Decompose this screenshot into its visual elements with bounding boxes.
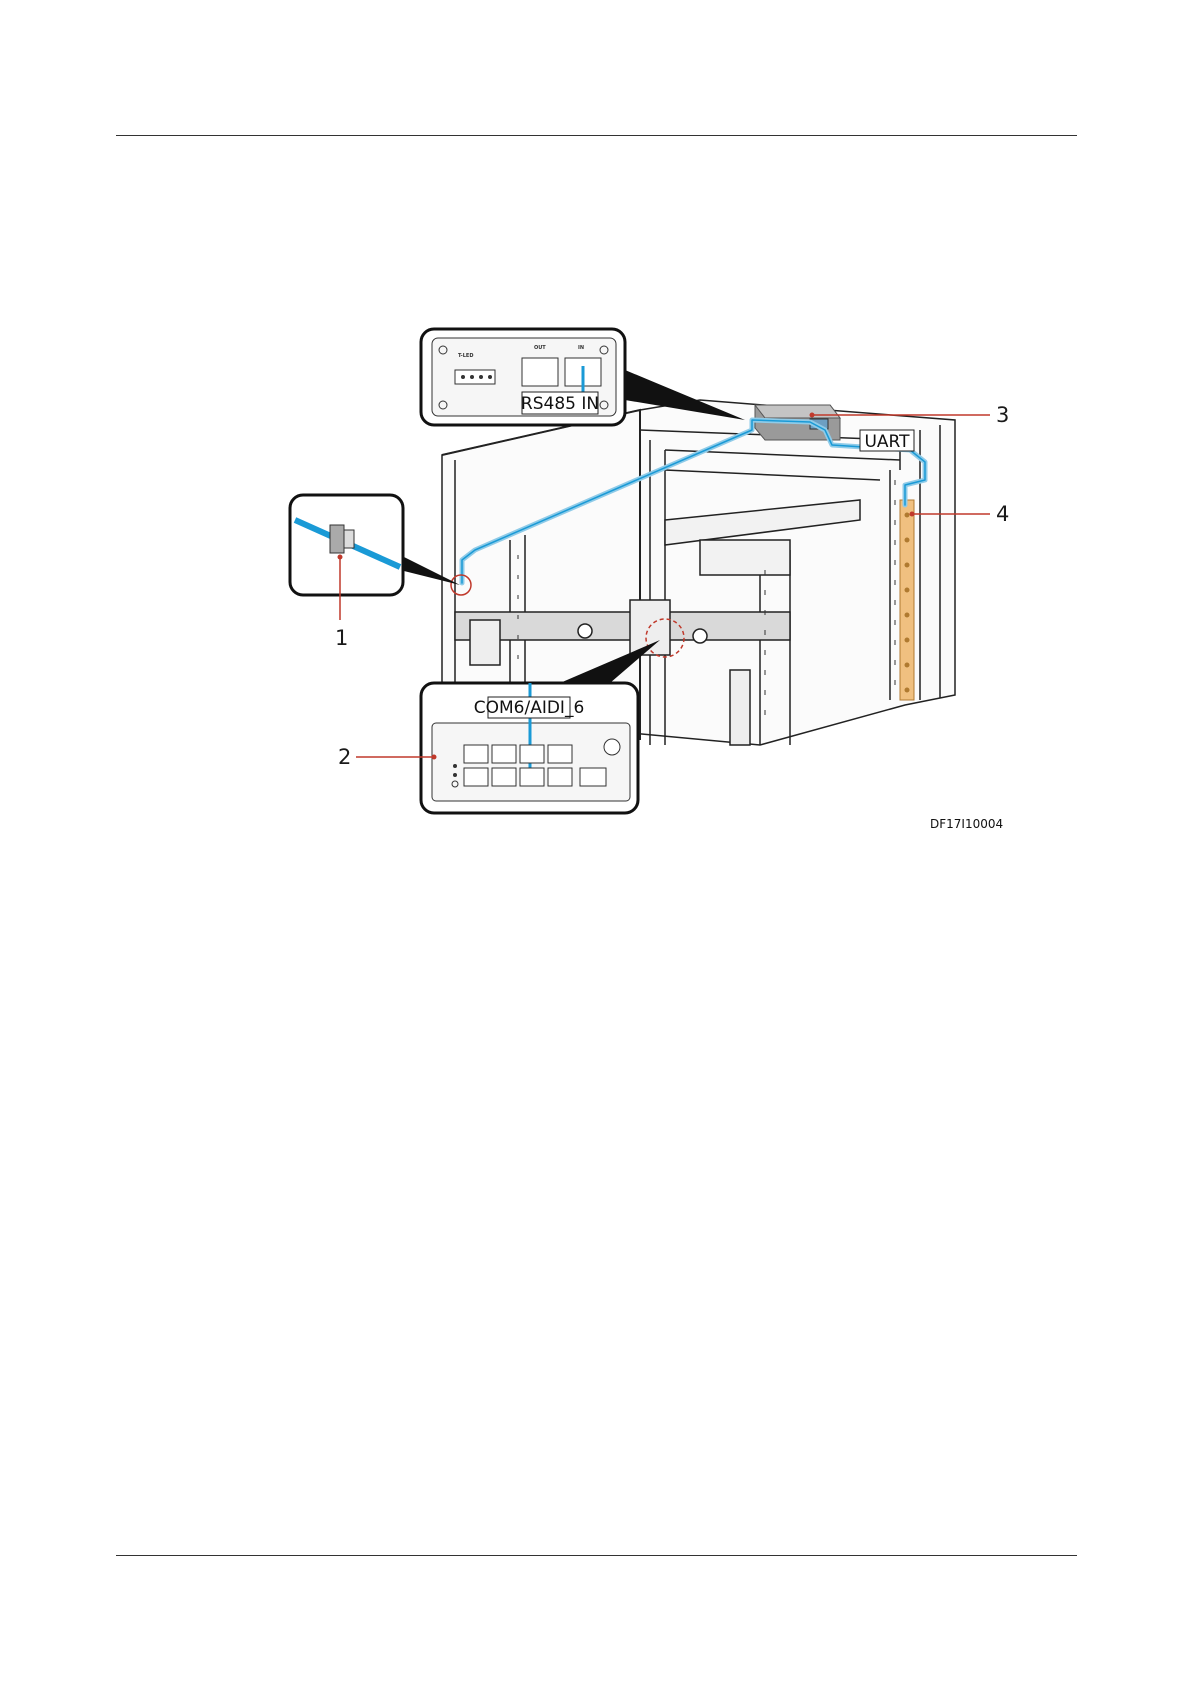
uart-label: UART [864,432,910,452]
in-label: IN [578,345,584,351]
copper-bar [900,500,914,700]
callout-3: 3 [996,403,1009,427]
callout-1: 1 [335,626,348,650]
out-label: OUT [534,345,546,351]
detail-inset-rs485: T-LED OUT IN RS485 IN [421,329,625,425]
t-led-label: T-LED [458,353,474,359]
callout-4: 4 [996,502,1009,526]
figure-id: DF17I10004 [930,817,1003,831]
detail-inset-com-ports: COM6/AIDI_6 [421,683,638,813]
rs485-in-label: RS485 IN [521,394,599,414]
com6-label: COM6/AIDI_6 [474,698,585,718]
callout-2: 2 [338,745,351,769]
uart-tag: UART [860,430,914,452]
detail-inset-cable-tie [290,495,403,595]
